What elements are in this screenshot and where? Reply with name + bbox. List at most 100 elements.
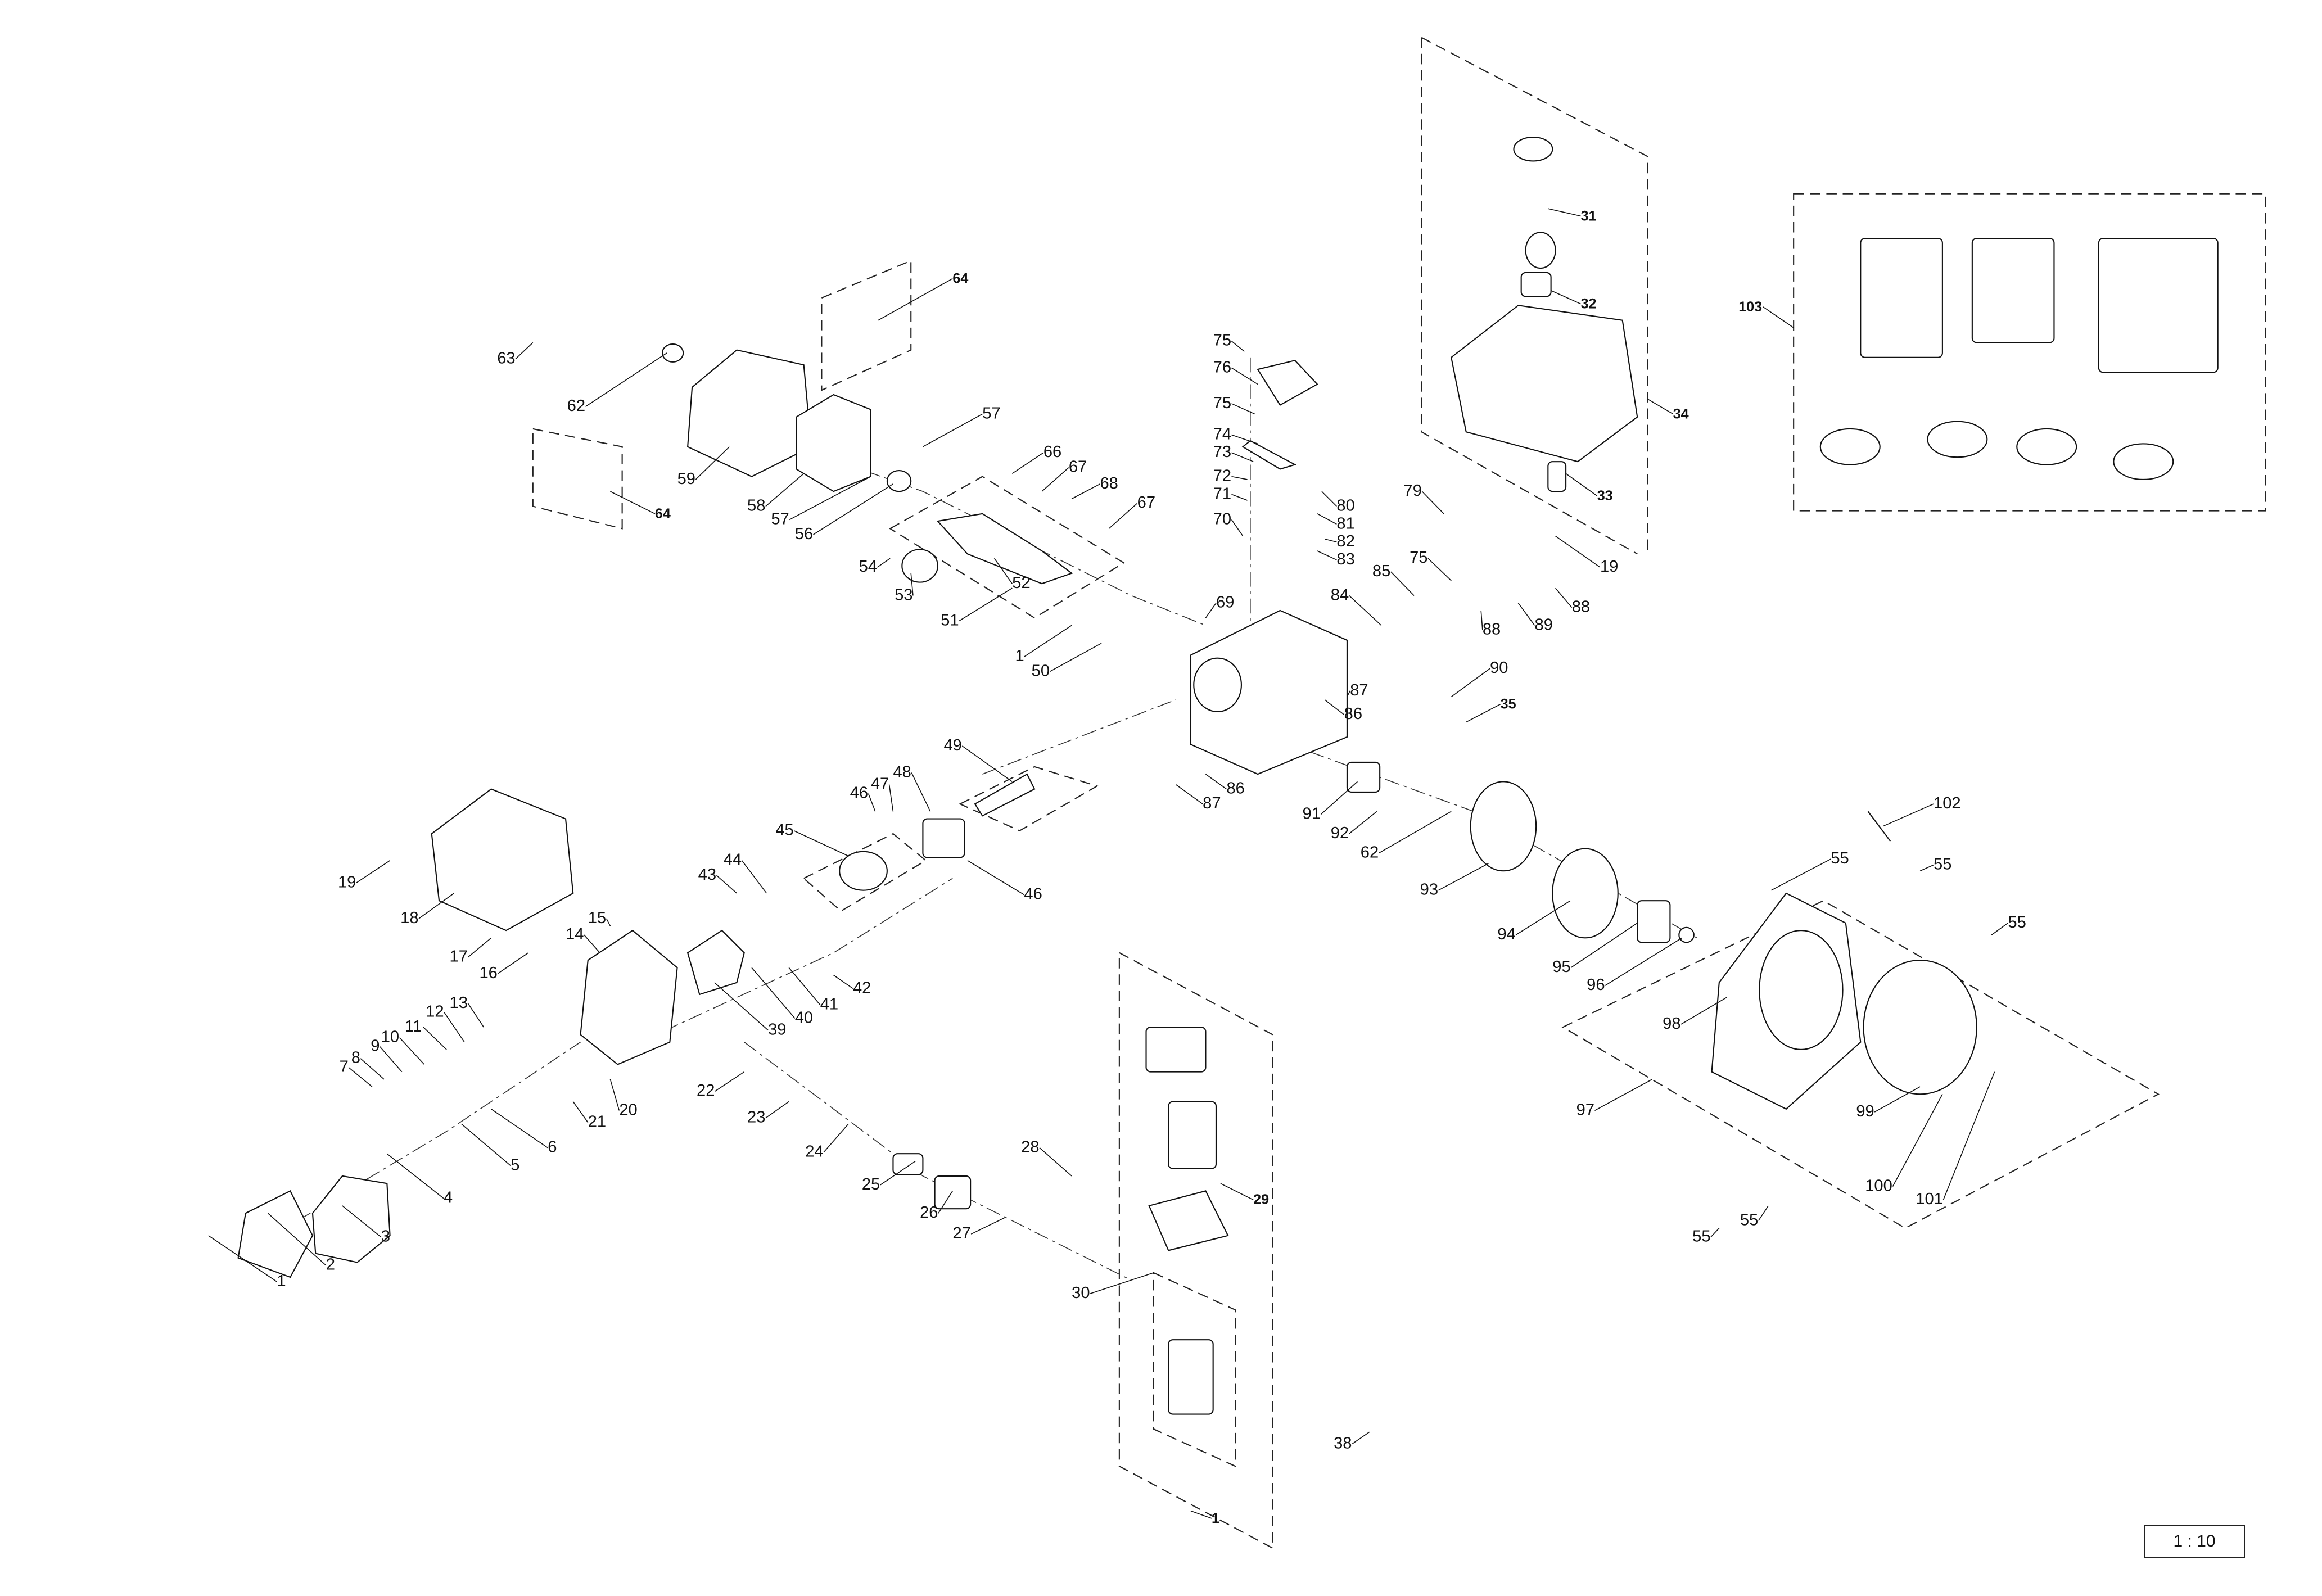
callout-90[interactable]: 90	[1451, 659, 1508, 698]
callout-68[interactable]: 68	[1071, 474, 1118, 500]
callout-86[interactable]: 86	[1324, 699, 1362, 723]
callout-83[interactable]: 83	[1317, 550, 1355, 568]
callout-label[interactable]: 10	[381, 1028, 399, 1046]
callout-55[interactable]: 55	[1919, 856, 1951, 874]
callout-label[interactable]: 1	[277, 1272, 286, 1290]
callout-20[interactable]: 20	[609, 1079, 638, 1119]
callout-label[interactable]: 79	[1404, 482, 1422, 500]
callout-label[interactable]: 27	[952, 1224, 970, 1242]
callout-38[interactable]: 38	[1334, 1431, 1370, 1452]
callout-72[interactable]: 72	[1213, 467, 1248, 485]
callout-label[interactable]: 76	[1213, 358, 1231, 376]
callout-label[interactable]: 46	[850, 784, 868, 802]
callout-label[interactable]: 16	[479, 964, 497, 982]
callout-label[interactable]: 88	[1483, 620, 1501, 638]
callout-label[interactable]: 100	[1865, 1177, 1892, 1195]
callout-94[interactable]: 94	[1497, 900, 1571, 943]
callout-80[interactable]: 80	[1321, 491, 1355, 515]
callout-label[interactable]: 68	[1100, 474, 1118, 492]
callout-label[interactable]: 26	[920, 1204, 938, 1222]
callout-6[interactable]: 6	[491, 1109, 557, 1156]
callout-64[interactable]: 64	[610, 491, 671, 522]
callout-label[interactable]: 2	[326, 1256, 335, 1274]
callout-label[interactable]: 63	[497, 349, 515, 367]
callout-93[interactable]: 93	[1420, 863, 1489, 899]
callout-1[interactable]: 1	[1190, 1511, 1219, 1526]
callout-label[interactable]: 99	[1856, 1102, 1874, 1120]
callout-label[interactable]: 3	[381, 1227, 390, 1245]
callout-label[interactable]: 62	[567, 397, 585, 415]
callout-label[interactable]: 67	[1069, 458, 1087, 476]
callout-label[interactable]: 85	[1372, 562, 1390, 580]
callout-label[interactable]: 41	[820, 995, 838, 1013]
callout-label[interactable]: 89	[1535, 616, 1553, 634]
callout-27[interactable]: 27	[952, 1217, 1005, 1242]
callout-7[interactable]: 7	[340, 1058, 373, 1087]
callout-label[interactable]: 75	[1213, 394, 1231, 412]
callout-97[interactable]: 97	[1576, 1079, 1653, 1119]
callout-label[interactable]: 73	[1213, 443, 1231, 461]
callout-label[interactable]: 96	[1587, 976, 1605, 994]
callout-10[interactable]: 10	[381, 1028, 425, 1065]
callout-label[interactable]: 19	[338, 873, 356, 891]
callout-34[interactable]: 34	[1647, 399, 1689, 422]
callout-label[interactable]: 58	[747, 497, 765, 515]
callout-label[interactable]: 92	[1331, 824, 1349, 842]
callout-22[interactable]: 22	[697, 1071, 745, 1100]
callout-81[interactable]: 81	[1317, 513, 1355, 532]
callout-70[interactable]: 70	[1213, 510, 1244, 537]
callout-label[interactable]: 83	[1336, 550, 1354, 568]
callout-label[interactable]: 93	[1420, 881, 1438, 899]
callout-label[interactable]: 56	[795, 525, 813, 543]
callout-label[interactable]: 66	[1043, 443, 1061, 461]
callout-95[interactable]: 95	[1552, 923, 1638, 976]
callout-98[interactable]: 98	[1663, 997, 1727, 1033]
callout-label[interactable]: 30	[1072, 1284, 1090, 1302]
callout-32[interactable]: 32	[1551, 290, 1597, 312]
callout-67[interactable]: 67	[1108, 494, 1155, 529]
callout-label[interactable]: 23	[747, 1109, 765, 1127]
callout-label[interactable]: 90	[1490, 659, 1508, 677]
callout-label[interactable]: 64	[655, 506, 671, 522]
callout-15[interactable]: 15	[588, 909, 611, 927]
callout-100[interactable]: 100	[1865, 1093, 1943, 1195]
callout-label[interactable]: 67	[1137, 494, 1155, 512]
callout-label[interactable]: 19	[1600, 558, 1618, 576]
callout-29[interactable]: 29	[1220, 1183, 1269, 1208]
callout-96[interactable]: 96	[1587, 937, 1683, 994]
callout-label[interactable]: 12	[426, 1003, 444, 1021]
callout-18[interactable]: 18	[400, 893, 454, 927]
callout-13[interactable]: 13	[450, 994, 485, 1028]
callout-73[interactable]: 73	[1213, 443, 1254, 462]
callout-51[interactable]: 51	[941, 587, 1013, 629]
callout-75[interactable]: 75	[1213, 332, 1245, 352]
callout-label[interactable]: 11	[405, 1018, 422, 1036]
callout-87[interactable]: 87	[1347, 681, 1368, 699]
callout-54[interactable]: 54	[859, 558, 891, 576]
callout-label[interactable]: 34	[1673, 406, 1689, 422]
callout-label[interactable]: 88	[1572, 598, 1590, 616]
callout-label[interactable]: 57	[982, 404, 1000, 422]
callout-55[interactable]: 55	[1771, 849, 1849, 891]
callout-11[interactable]: 11	[405, 1018, 447, 1050]
callout-21[interactable]: 21	[572, 1101, 606, 1131]
callout-40[interactable]: 40	[751, 967, 813, 1027]
callout-85[interactable]: 85	[1372, 562, 1415, 596]
callout-label[interactable]: 87	[1350, 681, 1368, 699]
callout-label[interactable]: 32	[1581, 296, 1597, 311]
callout-label[interactable]: 28	[1021, 1138, 1039, 1156]
callout-75[interactable]: 75	[1213, 394, 1255, 415]
callout-42[interactable]: 42	[833, 974, 871, 997]
callout-71[interactable]: 71	[1213, 485, 1248, 503]
callout-62[interactable]: 62	[567, 352, 667, 415]
callout-label[interactable]: 24	[805, 1143, 823, 1161]
callout-label[interactable]: 98	[1663, 1015, 1680, 1033]
callout-label[interactable]: 50	[1032, 662, 1050, 680]
callout-102[interactable]: 102	[1882, 794, 1961, 827]
callout-label[interactable]: 46	[1024, 885, 1042, 903]
callout-63[interactable]: 63	[497, 342, 534, 367]
callout-label[interactable]: 71	[1213, 485, 1231, 503]
callout-label[interactable]: 55	[1934, 856, 1951, 874]
callout-17[interactable]: 17	[450, 937, 492, 966]
callout-label[interactable]: 18	[400, 909, 418, 927]
